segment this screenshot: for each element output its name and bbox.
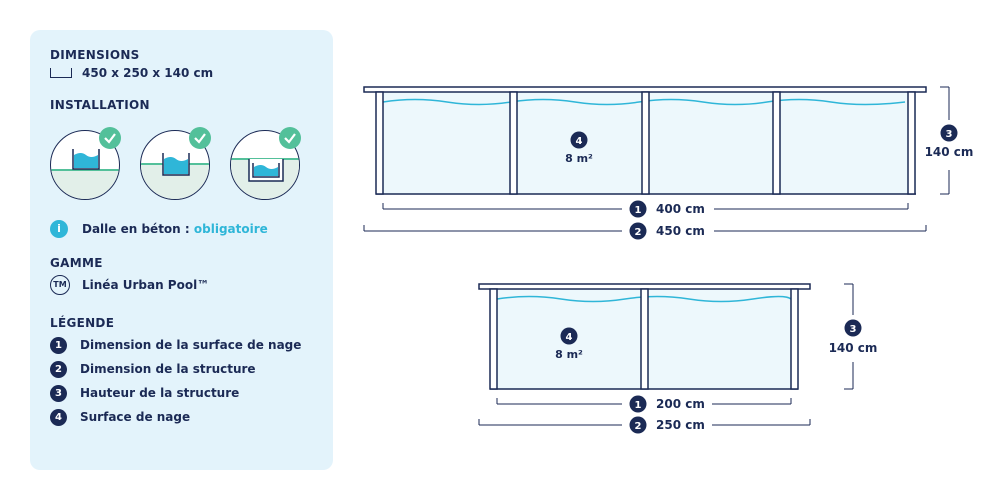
- check-icon: [189, 127, 211, 149]
- pool-large-width-dimension: [382, 203, 909, 210]
- pool-large-area-badge: [570, 131, 588, 149]
- legend-item-3: Hauteur de la structure: [80, 386, 240, 400]
- pool-small-length-dimension: [478, 419, 811, 426]
- legend-number-1: 1: [50, 337, 67, 354]
- pool-large-height: 140 cm: [925, 145, 974, 159]
- legend-number-3: 3: [50, 385, 67, 402]
- pool-large-height-dimension: [940, 86, 950, 195]
- pool-large-top-rail: [363, 86, 927, 93]
- pool-small-height-dimension: [844, 283, 854, 390]
- pool-large-area: 8 m²: [565, 152, 593, 165]
- pool-large-body: [376, 92, 916, 194]
- legend-item-1: Dimension de la surface de nage: [80, 338, 302, 352]
- legende-title: LÉGENDE: [50, 316, 115, 330]
- check-icon: [99, 127, 121, 149]
- pool-small-width: 200 cm: [656, 397, 705, 411]
- dimensions-title: DIMENSIONS: [50, 48, 140, 62]
- dimensions-value: 450 x 250 x 140 cm: [82, 66, 214, 80]
- pool-large-height-badge-num: 3: [946, 129, 953, 140]
- gamme-value: Linéa Urban Pool™: [82, 278, 210, 292]
- pool-small-length-badge-num: 2: [635, 421, 642, 432]
- pool-small-height: 140 cm: [829, 341, 878, 355]
- info-icon: i: [50, 220, 68, 238]
- pool-small-width-badge-num: 1: [635, 400, 642, 411]
- pool-small-body: [490, 289, 798, 389]
- pool-large-length-dimension: [363, 225, 927, 232]
- pool-small-length: 250 cm: [656, 418, 705, 432]
- dalle-label: Dalle en béton :: [82, 222, 190, 236]
- pool-small-height-badge-num: 3: [850, 324, 857, 335]
- legend-item-4: Surface de nage: [80, 410, 191, 424]
- pool-small-area: 8 m²: [555, 348, 583, 361]
- pool-large-width: 400 cm: [656, 202, 705, 216]
- pool-large-width-badge-num: 1: [635, 205, 642, 216]
- pool-small-area-badge-num: 4: [566, 332, 573, 343]
- trademark-icon: TM: [50, 275, 70, 295]
- pool-small-water-line: [496, 295, 792, 303]
- pool-small-top-rail: [478, 283, 811, 290]
- pool-small-posts: [489, 288, 799, 390]
- dimension-icon: [50, 68, 72, 78]
- pool-large-water-line: [382, 98, 906, 106]
- pool-small-width-dimension: [496, 398, 792, 405]
- legend-number-4: 4: [50, 409, 67, 426]
- dalle-value: obligatoire: [193, 222, 268, 236]
- pool-large-area-badge-num: 4: [576, 136, 583, 147]
- dalle-text: Dalle en béton : obligatoire: [82, 222, 268, 236]
- info-panel: DIMENSIONS 450 x 250 x 140 cm INSTALLATI…: [30, 30, 333, 470]
- installation-title: INSTALLATION: [50, 98, 150, 112]
- pool-large-posts: [375, 91, 916, 195]
- gamme-title: GAMME: [50, 256, 103, 270]
- pool-small-area-badge: [560, 327, 578, 345]
- pool-large-length-badge-num: 2: [635, 227, 642, 238]
- legend-number-2: 2: [50, 361, 67, 378]
- legend-item-2: Dimension de la structure: [80, 362, 256, 376]
- pool-large-length: 450 cm: [656, 224, 705, 238]
- check-icon: [279, 127, 301, 149]
